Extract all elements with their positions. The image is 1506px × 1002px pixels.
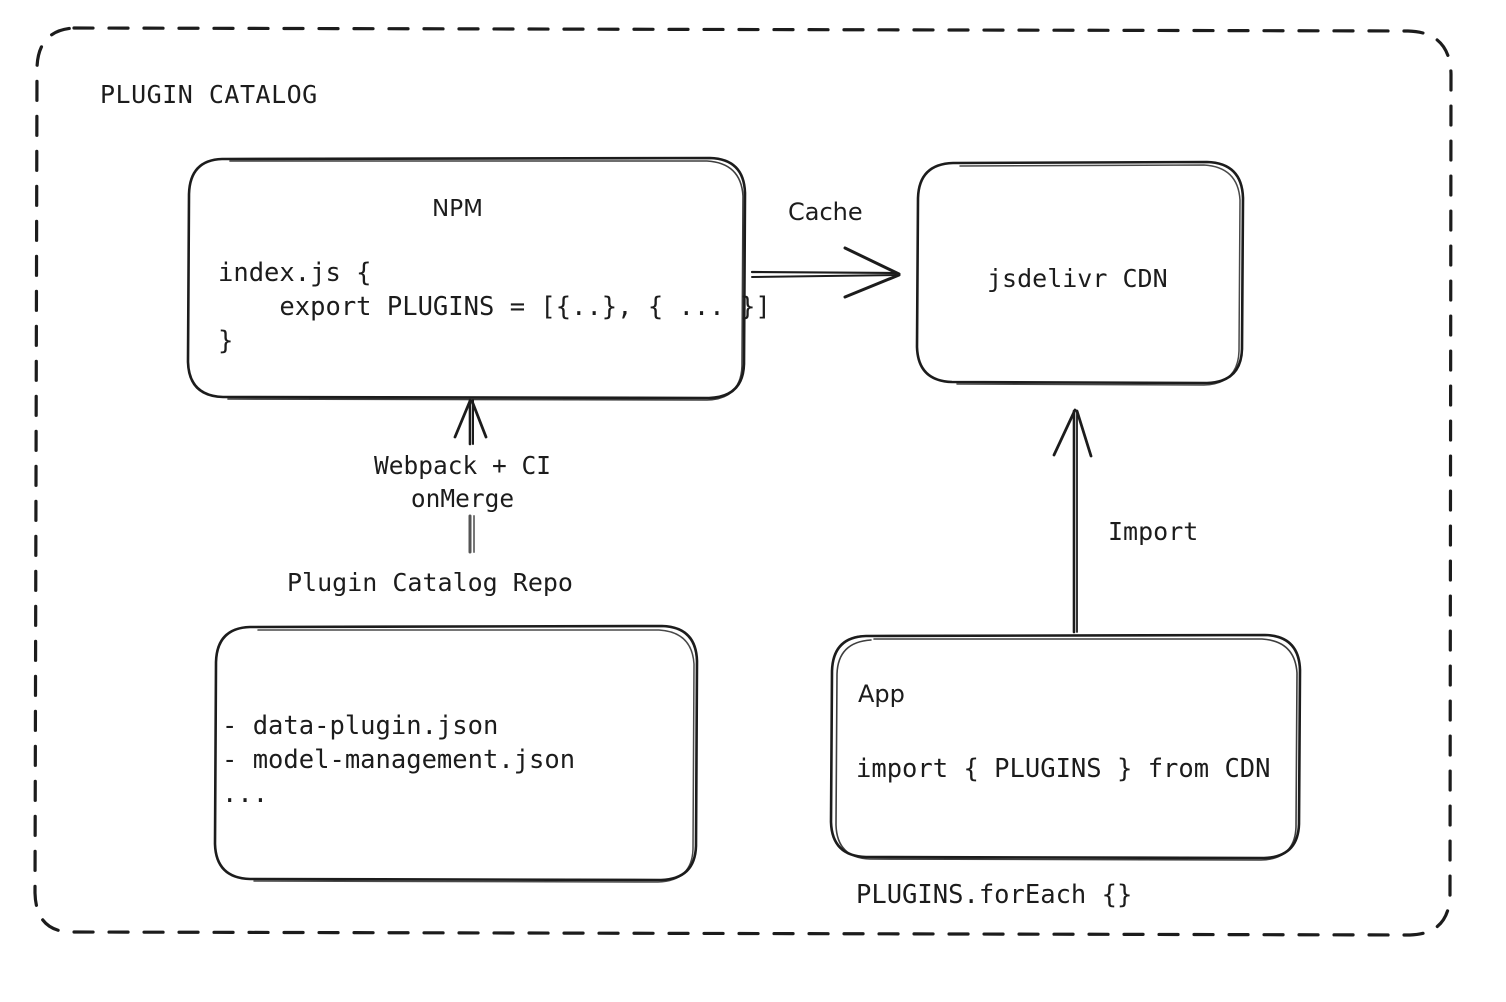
edge-label-import: Import [1108,517,1199,546]
repo-node-file-list: - data-plugin.json - model-management.js… [222,711,576,809]
app-node-title: App [858,680,905,708]
arrow-app-to-cdn [1052,408,1093,634]
arrow-npm-to-cdn [750,246,901,299]
edge-label-cache: Cache [788,198,863,226]
app-node-code: import { PLUGINS } from CDN PLUGINS.forE… [856,754,1271,910]
npm-node-title: NPM [432,196,483,222]
cdn-node-title: jsdelivr CDN [987,264,1168,293]
container-title: PLUGIN CATALOG [100,80,318,109]
npm-node-code: index.js { export PLUGINS = [{..}, { ...… [218,258,771,356]
edge-label-webpack-ci-onmerge: Webpack + CI onMerge [374,451,552,513]
repo-node-caption: Plugin Catalog Repo [287,568,573,597]
